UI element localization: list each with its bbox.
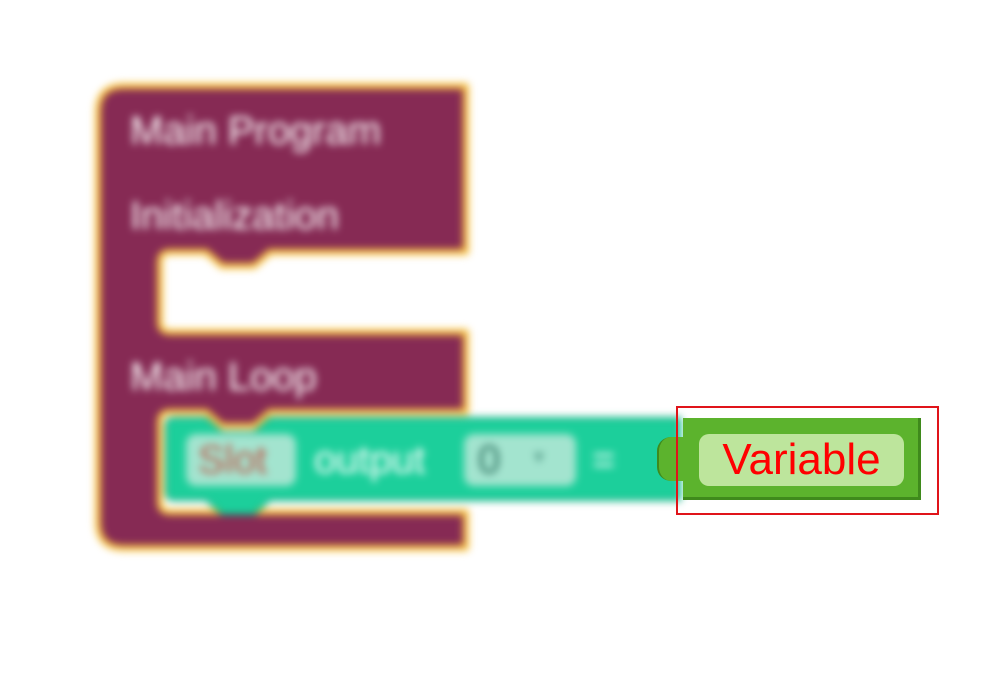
variable-block-connector (657, 437, 685, 481)
channel-dropdown-value: 0 (478, 438, 501, 482)
main-program-title: Main Program (130, 109, 382, 153)
variable-field[interactable]: Variable (699, 434, 904, 486)
chevron-down-icon: ▼ (530, 447, 548, 467)
equals-sign: = (592, 438, 616, 482)
slot-field[interactable] (186, 434, 296, 486)
slot-field-label: Slot (198, 438, 267, 482)
output-label: output (314, 438, 426, 482)
highlight-box (676, 406, 939, 515)
main-loop-label: Main Loop (130, 355, 317, 399)
initialization-label: Initialization (130, 194, 340, 238)
variable-field-label: Variable (722, 435, 881, 484)
channel-dropdown[interactable] (464, 434, 576, 486)
